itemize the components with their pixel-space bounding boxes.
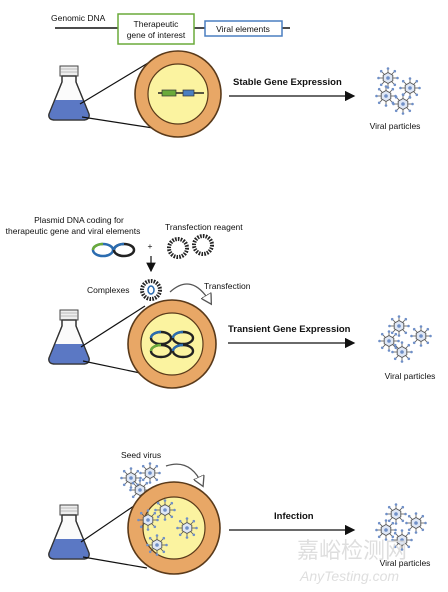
transfection-curve-arrow bbox=[169, 283, 210, 302]
virus-icon bbox=[409, 324, 433, 348]
viral-particles-label-3: Viral particles bbox=[380, 558, 431, 568]
zoom-line-bottom bbox=[81, 116, 154, 129]
panel-stable-expression: Genomic DNA Therapeutic gene of interest… bbox=[48, 13, 422, 138]
viral-particles-1 bbox=[374, 66, 422, 116]
virus-icon bbox=[153, 498, 177, 522]
virus-icon bbox=[377, 329, 401, 353]
virus-icon bbox=[374, 518, 398, 542]
viral-particles-label-1: Viral particles bbox=[370, 121, 421, 131]
virus-icon bbox=[404, 511, 428, 535]
transfection-reagent-icon bbox=[167, 237, 189, 259]
virus-icon bbox=[384, 502, 408, 526]
transfection-reagent-label: Transfection reagent bbox=[165, 222, 243, 232]
therapeutic-gene-box bbox=[117, 13, 195, 45]
cell-1 bbox=[134, 50, 222, 138]
panel-transient-expression: Plasmid DNA coding for therapeutic gene … bbox=[6, 215, 436, 389]
seed-virus-label: Seed virus bbox=[121, 450, 161, 460]
panel-infection: Seed virus Infection Viral particles bbox=[48, 450, 431, 575]
stable-expression-label: Stable Gene Expression bbox=[233, 77, 342, 88]
plus-sign: + bbox=[148, 241, 153, 251]
viral-particles-2 bbox=[377, 314, 433, 364]
zoom-line-top bbox=[80, 305, 146, 348]
culture-flask-icon bbox=[48, 309, 90, 365]
culture-flask-icon bbox=[48, 65, 90, 121]
watermark-cn: 嘉峪检测网 bbox=[297, 539, 407, 564]
infection-curve-arrow bbox=[165, 463, 202, 484]
plasmid-label-2: therapeutic gene and viral elements bbox=[6, 226, 141, 236]
virus-icon bbox=[138, 461, 162, 485]
plasmids-in-nucleus bbox=[149, 330, 195, 359]
cell-2 bbox=[127, 299, 217, 389]
plasmid-label-1: Plasmid DNA coding for bbox=[34, 215, 124, 225]
zoom-line-top bbox=[79, 59, 154, 105]
watermark-en: AnyTesting.com bbox=[299, 568, 399, 584]
viral-elements-box bbox=[204, 20, 283, 37]
complex-icon bbox=[140, 279, 162, 301]
virus-icon bbox=[136, 508, 160, 532]
therapeutic-gene-label-1: Therapeutic bbox=[134, 19, 180, 29]
therapeutic-gene-segment bbox=[161, 89, 177, 97]
virus-icon bbox=[390, 340, 414, 364]
genomic-dna-label: Genomic DNA bbox=[51, 13, 106, 23]
complexes-label: Complexes bbox=[87, 285, 130, 295]
viral-particles-label-2: Viral particles bbox=[385, 371, 436, 381]
plasmid-icons bbox=[91, 242, 136, 258]
transient-expression-label: Transient Gene Expression bbox=[228, 324, 351, 335]
transfection-label: Transfection bbox=[204, 281, 251, 291]
watermark: 嘉峪检测网 AnyTesting.com bbox=[297, 539, 407, 584]
virus-icon bbox=[376, 66, 400, 90]
therapeutic-gene-label-2: gene of interest bbox=[127, 30, 186, 40]
infection-label: Infection bbox=[274, 511, 314, 522]
viral-element-segment bbox=[182, 89, 195, 97]
transfection-reagent-icon bbox=[192, 234, 214, 256]
virus-icon bbox=[175, 516, 199, 540]
viral-elements-label: Viral elements bbox=[216, 24, 270, 34]
zoom-line-bottom bbox=[82, 360, 146, 375]
virus-icon bbox=[387, 314, 411, 338]
virus-icon bbox=[391, 92, 415, 116]
virus-icon bbox=[145, 533, 169, 557]
cell-3 bbox=[127, 481, 221, 575]
zoom-line-bottom bbox=[82, 556, 148, 569]
culture-flask-icon bbox=[48, 504, 90, 560]
